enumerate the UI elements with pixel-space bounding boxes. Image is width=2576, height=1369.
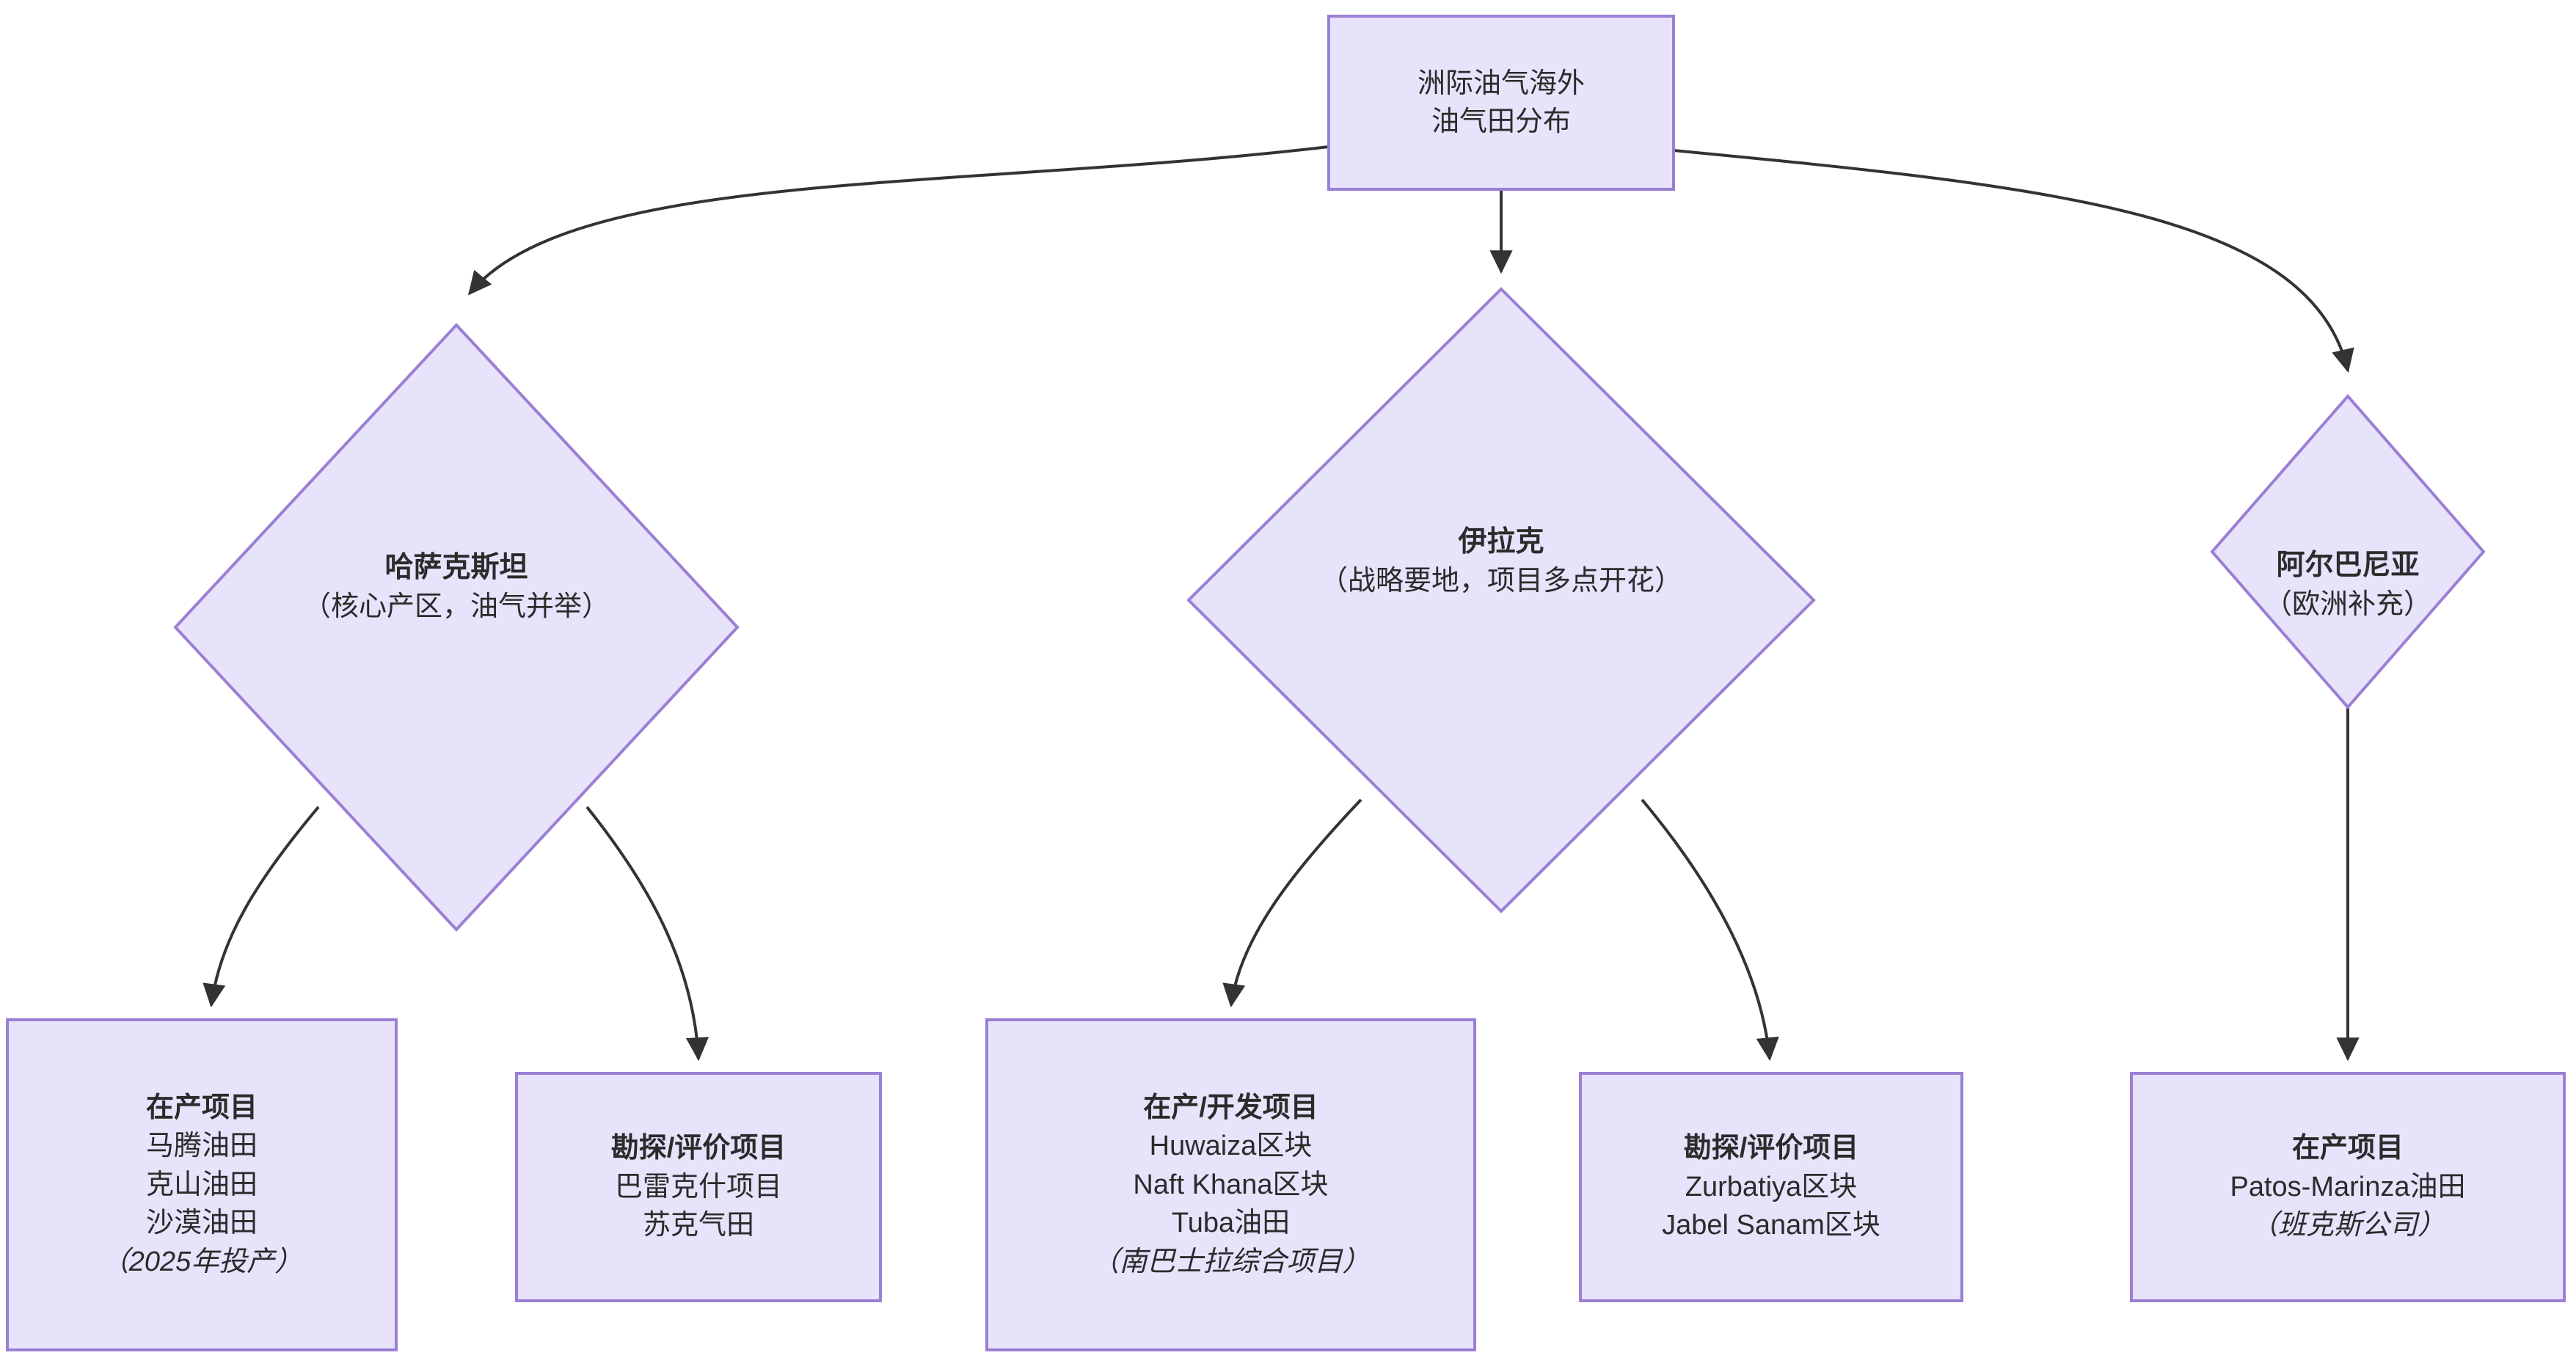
node-al-producing-rect[interactable] xyxy=(2130,1072,2566,1302)
node-kz-producing-rect[interactable] xyxy=(6,1018,398,1351)
node-kz-exploration-rect[interactable] xyxy=(515,1072,882,1302)
edge-root-to-kazakhstan xyxy=(467,145,1329,296)
edge-iraq-to-iq-exploration xyxy=(1641,798,1779,1062)
edge-root-to-albania xyxy=(1673,149,2354,373)
node-shape-group xyxy=(6,15,2566,1351)
node-iq-producing-rect[interactable] xyxy=(985,1018,1476,1351)
node-iraq-diamond[interactable] xyxy=(1186,287,1816,913)
node-iq-exploration-rect[interactable] xyxy=(1579,1072,1963,1302)
edge-kazakhstan-to-kz-exploration xyxy=(585,806,709,1062)
edge-group xyxy=(202,145,2360,1062)
node-root-rect[interactable] xyxy=(1327,15,1675,191)
edge-iraq-to-iq-producing xyxy=(1222,798,1362,1008)
node-albania-diamond[interactable] xyxy=(2210,393,2486,710)
node-kazakhstan-diamond[interactable] xyxy=(173,323,740,932)
edge-kazakhstan-to-kz-producing xyxy=(202,806,320,1008)
